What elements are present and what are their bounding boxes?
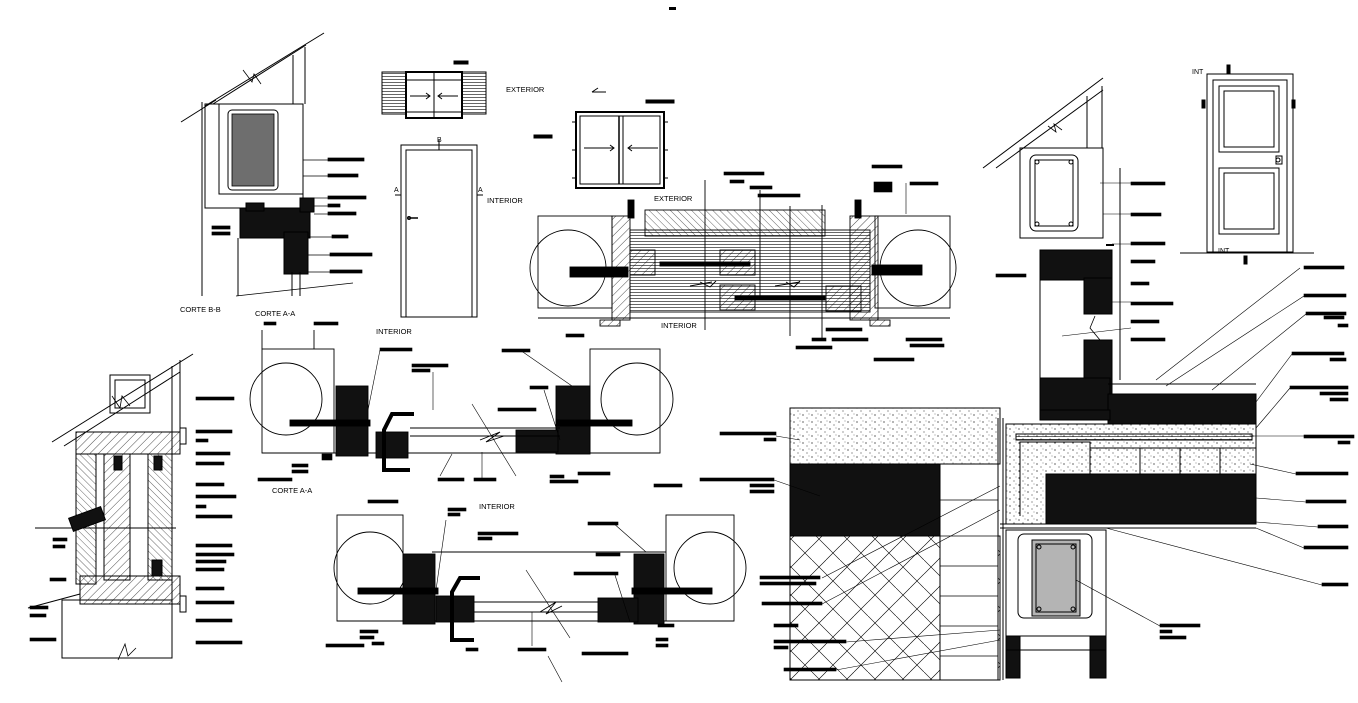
label-corte-bb: CORTE B-B — [180, 305, 221, 314]
horizontal-section-bottom — [325, 483, 747, 683]
label-interior-window: INTERIOR — [661, 321, 697, 330]
label-exterior-window: EXTERIOR — [654, 194, 693, 203]
window-horizontal-section — [529, 164, 957, 362]
label-int-top: INT — [1192, 69, 1204, 76]
label-section-a-right: A — [478, 187, 483, 194]
dormer-section-right — [982, 77, 1174, 420]
slab-wall-section — [699, 265, 1355, 681]
panel-door-elevation — [1180, 64, 1314, 265]
horizontal-section-aa-middle — [249, 321, 674, 484]
section-bb-detail — [180, 32, 373, 297]
label-section-a-left: A — [394, 187, 399, 194]
window-elevation — [533, 87, 675, 189]
label-corte-aa-mid: CORTE A-A — [272, 486, 313, 495]
door-elevation — [395, 140, 483, 318]
vertical-section-left — [27, 353, 243, 661]
label-interior-bottom: INTERIOR — [479, 502, 515, 511]
label-exterior-top: EXTERIOR — [506, 85, 545, 94]
label-int-bottom: INT — [1218, 248, 1230, 255]
window-shutter-elevation — [381, 60, 487, 119]
label-interior-mid: INTERIOR — [376, 327, 412, 336]
sheet-top-mark — [669, 7, 676, 10]
label-interior-door: INTERIOR — [487, 196, 523, 205]
label-section-b: B — [437, 137, 442, 144]
label-corte-aa-top: CORTE A-A — [255, 309, 296, 318]
